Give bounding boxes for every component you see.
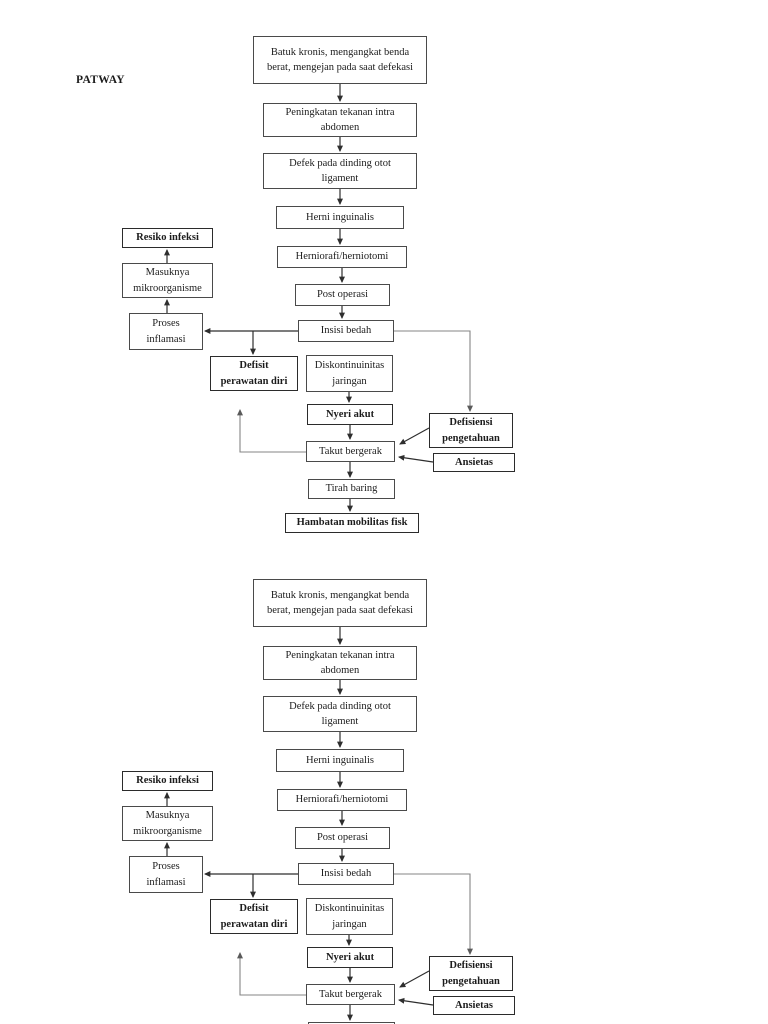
flow-node-defisit-perawatan-diri-copy2: Defisit perawatan diri (210, 899, 298, 934)
flow-node-herniorafi-herniotomi: Herniorafi/herniotomi (277, 246, 407, 268)
flow-node-proses-inflamasi: Proses inflamasi (129, 313, 203, 350)
flow-node-herni-inguinalis: Herni inguinalis (276, 206, 404, 229)
flow-node-insisi-bedah-copy2: Insisi bedah (298, 863, 394, 885)
flow-node-tirah-baring: Tirah baring (308, 479, 395, 499)
flow-node-post-operasi-copy2: Post operasi (295, 827, 390, 849)
flow-node-ansietas: Ansietas (433, 453, 515, 472)
flow-node-defisiensi-pengetahuan: Defisiensi pengetahuan (429, 413, 513, 448)
flow-node-masuknya-mikroorganisme-copy2: Masuknya mikroorganisme (122, 806, 213, 841)
flow-node-nyeri-akut: Nyeri akut (307, 404, 393, 425)
flow-node-tirah-baring-copy2: Tirah baring (308, 1022, 395, 1024)
flow-node-defisiensi-pengetahuan-copy2: Defisiensi pengetahuan (429, 956, 513, 991)
flow-node-ansietas-copy2: Ansietas (433, 996, 515, 1015)
flow-node-diskontinuinitas-jaringan-copy2: Diskontinuinitas jaringan (306, 898, 393, 935)
flow-node-resiko-infeksi: Resiko infeksi (122, 228, 213, 248)
flow-node-defek-dinding-otot-copy2: Defek pada dinding otot ligament (263, 696, 417, 732)
flow-node-takut-bergerak-copy2: Takut bergerak (306, 984, 395, 1005)
flow-node-resiko-infeksi-copy2: Resiko infeksi (122, 771, 213, 791)
flow-node-peningkatan-tekanan-copy2: Peningkatan tekanan intra abdomen (263, 646, 417, 680)
flow-node-diskontinuinitas-jaringan: Diskontinuinitas jaringan (306, 355, 393, 392)
flow-node-nyeri-akut-copy2: Nyeri akut (307, 947, 393, 968)
flow-node-masuknya-mikroorganisme: Masuknya mikroorganisme (122, 263, 213, 298)
flow-node-insisi-bedah: Insisi bedah (298, 320, 394, 342)
flow-node-peningkatan-tekanan: Peningkatan tekanan intra abdomen (263, 103, 417, 137)
flow-node-herniorafi-herniotomi-copy2: Herniorafi/herniotomi (277, 789, 407, 811)
flow-node-batuk-kronis-copy2: Batuk kronis, mengangkat benda berat, me… (253, 579, 427, 627)
flow-node-takut-bergerak: Takut bergerak (306, 441, 395, 462)
flow-node-post-operasi: Post operasi (295, 284, 390, 306)
flow-node-proses-inflamasi-copy2: Proses inflamasi (129, 856, 203, 893)
flow-node-hambatan-mobilitas-fisk: Hambatan mobilitas fisk (285, 513, 419, 533)
flow-node-herni-inguinalis-copy2: Herni inguinalis (276, 749, 404, 772)
flow-node-batuk-kronis: Batuk kronis, mengangkat benda berat, me… (253, 36, 427, 84)
page-title: PATWAY (76, 74, 125, 86)
flow-node-defisit-perawatan-diri: Defisit perawatan diri (210, 356, 298, 391)
flow-node-defek-dinding-otot: Defek pada dinding otot ligament (263, 153, 417, 189)
